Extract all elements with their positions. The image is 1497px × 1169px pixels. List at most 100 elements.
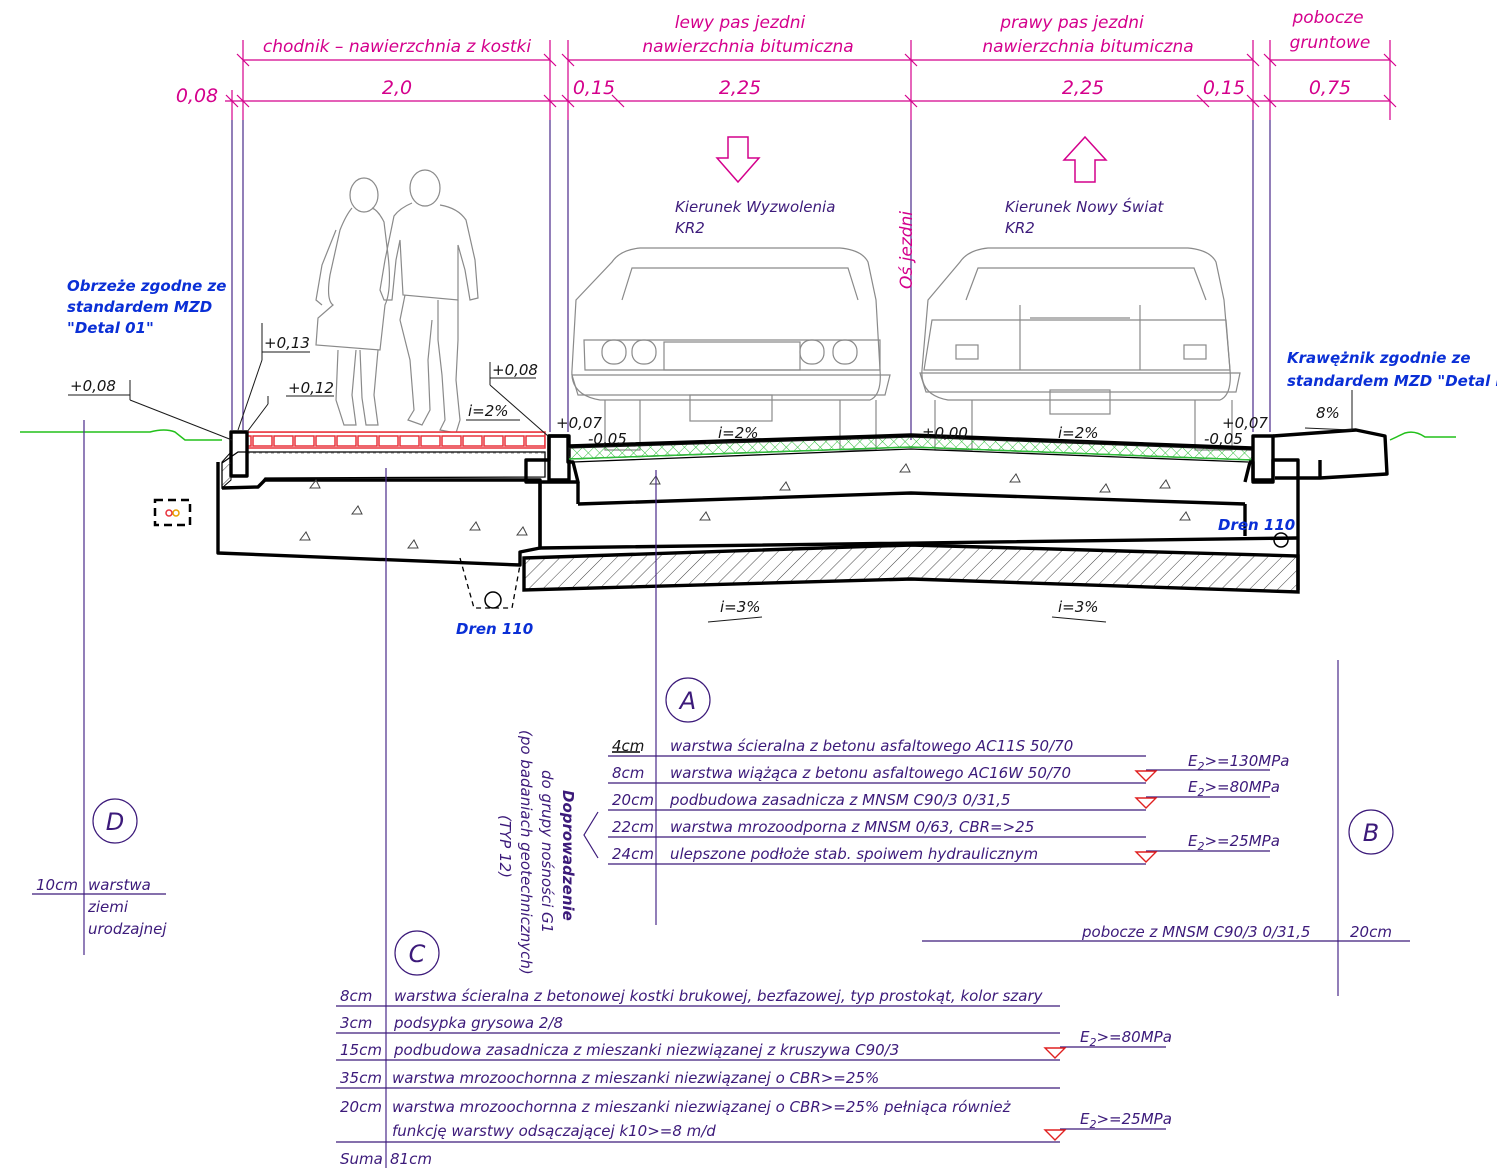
slope-right-lane: i=2% — [1058, 424, 1099, 442]
legend-d-line-1: warstwa — [88, 876, 151, 894]
legend-c-modulus-2: E2>=25MPa — [1080, 1110, 1172, 1131]
level-axis: ±0,00 — [922, 424, 968, 442]
legend-a-rotated-4: (TYP 12) — [496, 815, 514, 878]
level-sidewalk-edge: +0,12 — [288, 379, 334, 397]
edging-curb-left — [229, 430, 249, 478]
legend-b-thickness: 20cm — [1350, 923, 1392, 941]
detail-marker — [153, 498, 192, 527]
legend-leaders — [83, 420, 1339, 1168]
label-right-surface: nawierzchnia bitumiczna — [982, 37, 1193, 57]
dim-right-edge: 0,15 — [1203, 77, 1245, 99]
extension-lines — [231, 120, 1271, 432]
terrain-line-right — [1389, 431, 1456, 441]
car-front-illustration — [571, 247, 891, 451]
section-marker-c — [394, 930, 440, 976]
label-shoulder: pobocze — [1291, 8, 1363, 28]
shoulder-layer — [1272, 428, 1389, 480]
slope-subgrade-right: i=3% — [1058, 598, 1099, 616]
legend-a-modulus-2: E2>=80MPa — [1188, 778, 1280, 799]
legend-c-sum-label: Suma — [340, 1150, 383, 1168]
legend-c-t1: 3cm — [340, 1014, 372, 1032]
legend-d: 10cm warstwa ziemi urodzajnej — [32, 876, 167, 938]
modulus-marker-icon — [1043, 1047, 1067, 1059]
direction-right: Kierunek Nowy Świat — [1005, 197, 1165, 216]
section-marker-d — [92, 798, 138, 844]
note-curb-1: Krawężnik zgodnie ze — [1287, 349, 1471, 367]
direction-left: Kierunek Wyzwolenia — [675, 198, 835, 216]
legend-c-sum-value: 81cm — [390, 1150, 432, 1168]
section-marker-b — [1348, 809, 1394, 855]
note-edging-1: Obrzeże zgodne ze — [67, 277, 226, 295]
legend-c-d1: podsypka grysowa 2/8 — [393, 1014, 563, 1032]
modulus-marker-icon — [1134, 797, 1158, 809]
legend-a-d2: podbudowa zasadnicza z MNSM C90/3 0/31,5 — [669, 791, 1010, 809]
legend-a-t1: 8cm — [612, 764, 644, 782]
road-axis-label: Oś jezdni — [897, 211, 917, 289]
modulus-marker-icon — [1043, 1129, 1067, 1141]
slope-left-lane: i=2% — [718, 424, 759, 442]
note-curb-2: standardem MZD "Detal K1" — [1287, 372, 1497, 390]
dim-curb-width: 0,08 — [176, 85, 218, 107]
slope-sidewalk: i=2% — [468, 402, 509, 420]
legend-c-t0: 8cm — [340, 987, 372, 1005]
label-left-surface: nawierzchnia bitumiczna — [642, 37, 853, 57]
improved-subgrade — [522, 543, 1300, 594]
legend-b: pobocze z MNSM C90/3 0/31,5 20cm — [922, 923, 1410, 942]
label-left-lane: lewy pas jezdni — [675, 13, 806, 33]
level-gutter-right: -0,05 — [1204, 430, 1243, 448]
label-shoulder-type: gruntowe — [1290, 33, 1371, 53]
legend-a-d1: warstwa wiążąca z betonu asfaltowego AC1… — [670, 764, 1071, 782]
legend-c: 8cm warstwa ścieralna z betonowej kostki… — [336, 987, 1172, 1168]
level-curb-right-top: +0,07 — [1222, 414, 1268, 432]
terrain-line-left — [20, 429, 222, 441]
curb-right — [1251, 434, 1275, 482]
level-sidewalk-curb: +0,08 — [492, 361, 538, 379]
legend-a-d3: warstwa mrozoodporna z MNSM 0/63, CBR=>2… — [670, 818, 1034, 836]
note-drain-left: Dren 110 — [456, 620, 533, 638]
note-edging-2: standardem MZD — [67, 298, 212, 316]
legend-a-t3: 22cm — [612, 818, 654, 836]
slope-shoulder: 8% — [1316, 404, 1340, 422]
level-edging-top: +0,13 — [264, 334, 310, 352]
legend-a-d0: warstwa ścieralna z betonu asfaltowego A… — [670, 737, 1073, 755]
legend-a-t4: 24cm — [612, 845, 654, 863]
legend-c-t4: 20cm — [340, 1098, 382, 1116]
legend-c-modulus-1: E2>=80MPa — [1080, 1028, 1172, 1049]
legend-c-d3: warstwa mrozoochornna z mieszanki niezwi… — [392, 1069, 879, 1087]
legend-a-modulus-1: E2>=130MPa — [1188, 752, 1289, 773]
section-marker-c-label: C — [409, 940, 426, 968]
legend-d-line-3: urodzajnej — [88, 920, 167, 938]
legend-a-t2: 20cm — [612, 791, 654, 809]
legend-c-t2: 15cm — [340, 1041, 382, 1059]
legend-c-d4: warstwa mrozoochornna z mieszanki niezwi… — [392, 1098, 1012, 1116]
dim-sidewalk-width: 2,0 — [382, 77, 412, 99]
dimension-lines — [225, 40, 1397, 120]
modulus-marker-icon — [1134, 851, 1158, 863]
arrow-up-icon — [1062, 135, 1108, 183]
level-terrain-left: +0,08 — [70, 377, 116, 395]
bracket-icon — [583, 811, 599, 859]
slope-subgrade-left: i=3% — [720, 598, 761, 616]
legend-c-d5: funkcję warstwy odsączającej k10>=8 m/d — [392, 1122, 716, 1140]
dim-left-lane: 2,25 — [719, 77, 761, 99]
legend-d-line-2: ziemi — [87, 898, 129, 916]
legend-a-rotated-3: (po badaniach geotechnicznych) — [517, 730, 535, 975]
legend-a-d4: ulepszone podłoże stab. spoiwem hydrauli… — [670, 845, 1038, 863]
legend-c-t3: 35cm — [340, 1069, 382, 1087]
legend-a-t0: 4cm — [612, 737, 644, 755]
sidewalk-subbase — [221, 451, 546, 489]
legend-b-text: pobocze z MNSM C90/3 0/31,5 — [1081, 923, 1310, 941]
direction-left-code: KR2 — [675, 219, 705, 237]
level-leaders — [68, 323, 1353, 441]
drain-trench-left — [459, 557, 521, 609]
arrow-down-icon — [715, 136, 761, 184]
legend-d-thickness: 10cm — [36, 876, 78, 894]
legend-c-d0: warstwa ścieralna z betonowej kostki bru… — [394, 987, 1044, 1005]
legend-a: 4cm warstwa ścieralna z betonu asfaltowe… — [496, 730, 1289, 975]
section-marker-d-label: D — [106, 808, 124, 836]
legend-c-d2: podbudowa zasadnicza z mieszanki niezwią… — [393, 1041, 899, 1059]
note-edging-3: "Detal 01" — [67, 319, 154, 337]
pedestrians-illustration — [315, 169, 479, 434]
car-rear-illustration — [919, 247, 1241, 451]
